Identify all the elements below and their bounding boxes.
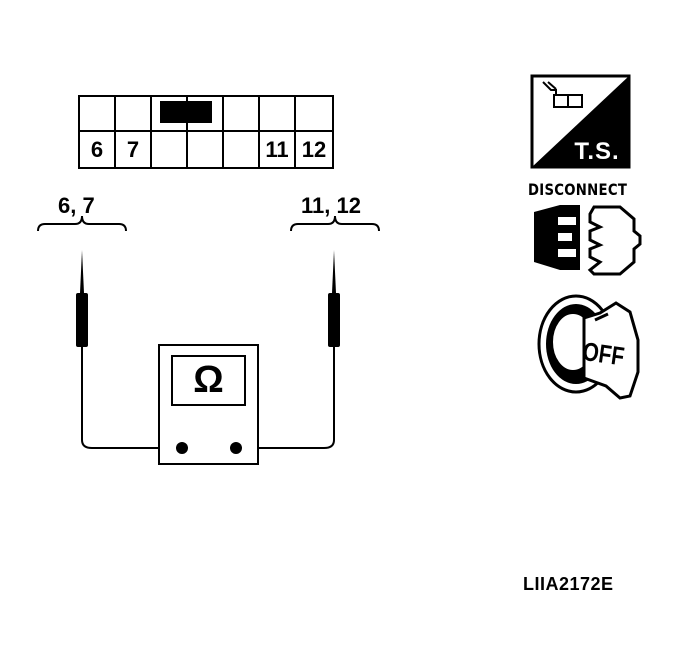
right-terminal-brace — [290, 215, 380, 232]
terminal-cavity — [260, 97, 296, 132]
terminal-11: 11 — [260, 132, 296, 167]
right-test-lead — [236, 439, 335, 449]
right-test-probe — [328, 250, 340, 440]
terminal-cavity — [224, 97, 260, 132]
left-terminal-brace — [37, 215, 127, 232]
terminal-cavity — [188, 97, 224, 132]
left-test-probe — [76, 250, 88, 440]
terminal-cavity — [188, 132, 224, 167]
connector-face: 6 7 11 12 — [78, 95, 334, 169]
left-probe-terminals-label: 6, 7 — [58, 193, 95, 218]
terminal-cavity — [116, 97, 152, 132]
left-test-lead — [81, 439, 182, 449]
terminal-cavity — [152, 132, 188, 167]
terminal-12: 12 — [301, 136, 327, 162]
right-probe-terminals-label: 11, 12 — [301, 193, 361, 218]
connector-lock-tab — [160, 101, 212, 123]
off-label: OFF — [580, 336, 627, 372]
ignition-off-icon — [537, 294, 640, 400]
terminal-cavity — [80, 97, 116, 132]
ohm-symbol: Ω — [193, 359, 224, 401]
ts-label: T.S. — [574, 138, 620, 165]
figure-code: LIIA2172E — [523, 574, 614, 594]
meter-terminal-right — [230, 442, 242, 454]
meter-terminal-left — [176, 442, 188, 454]
terminal-cavity — [224, 132, 260, 167]
connector-terminal-grid: 6 7 11 12 — [78, 95, 334, 169]
troubleshooting-icon — [530, 74, 631, 169]
terminal-6: 6 — [80, 132, 116, 167]
terminal-cavity — [296, 97, 332, 132]
disconnect-icon — [534, 205, 642, 276]
terminal-7: 7 — [116, 132, 152, 167]
ohmmeter — [158, 344, 259, 465]
disconnect-label: DISCONNECT — [528, 180, 628, 199]
